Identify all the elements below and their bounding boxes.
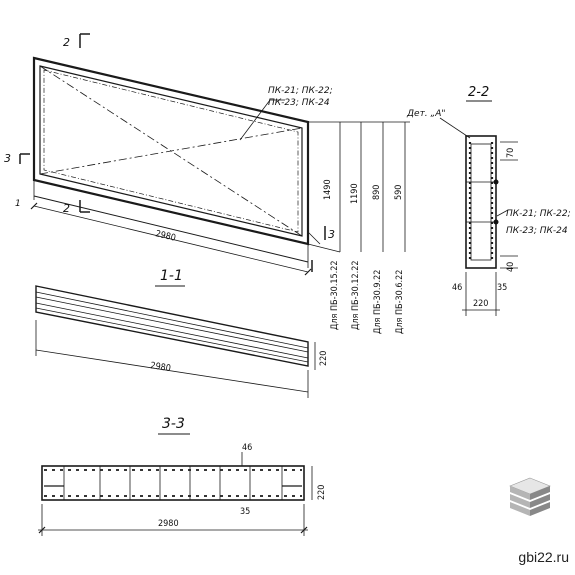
length-dimension: 2980 <box>30 202 312 276</box>
variant-4: Для ПБ-30.6.22 <box>395 270 405 334</box>
det-a-label: Дет. „А" <box>406 109 446 119</box>
section-3-3: 3-3 46 35 220 2980 <box>38 416 327 536</box>
dim-220-11: 220 <box>319 351 329 366</box>
section-2-2-title: 2-2 <box>468 85 489 100</box>
dim-220-33: 220 <box>317 485 327 500</box>
dim-35: 35 <box>497 283 507 293</box>
dim-1190: 1190 <box>350 183 360 204</box>
marker-1-left: 1 <box>15 199 21 209</box>
height-dimensions: 1490 1190 890 590 Для ПБ-30.15.22 Для ПБ… <box>323 122 406 334</box>
pk-right-bottom: ПК-23; ПК-24 <box>506 226 568 236</box>
dim-70: 70 <box>506 148 516 158</box>
dim-length-main: 2980 <box>154 229 176 244</box>
variant-3: Для ПБ-30.9.22 <box>373 270 383 334</box>
section-markers: 2 3 1 2 3 <box>4 33 335 272</box>
watermark-text: gbi22.ru <box>518 549 569 565</box>
marker-2-bottom: 2 <box>63 202 70 215</box>
dim-590: 590 <box>394 185 404 200</box>
dim-890: 890 <box>372 185 382 200</box>
panel-elevation <box>32 56 410 268</box>
pk-right-top: ПК-21; ПК-22; <box>506 209 571 219</box>
variant-2: Для ПБ-30.12.22 <box>351 260 361 330</box>
section-1-1: 1-1 2980 220 <box>35 268 329 398</box>
pk-label-top: ПК-21; ПК-22; <box>268 86 333 96</box>
pk-label-bottom: ПК-23; ПК-24 <box>268 98 330 108</box>
dim-35-33: 35 <box>240 507 250 517</box>
site-logo-icon <box>509 477 551 516</box>
marker-2-top: 2 <box>63 36 70 49</box>
dim-40: 40 <box>506 262 516 272</box>
marker-3-right: 3 <box>328 228 335 241</box>
variant-1: Для ПБ-30.15.22 <box>330 260 340 330</box>
dim-length-11: 2980 <box>150 361 172 374</box>
dim-46: 46 <box>452 283 462 293</box>
dim-46-33: 46 <box>242 443 252 453</box>
dim-1490: 1490 <box>323 179 333 200</box>
section-3-3-title: 3-3 <box>162 416 185 432</box>
dim-length-33: 2980 <box>158 519 179 529</box>
dim-220-22: 220 <box>473 299 488 309</box>
marker-3-left: 3 <box>4 152 11 165</box>
section-1-1-title: 1-1 <box>160 268 183 284</box>
section-2-2: 2-2 Дет. „А" ПК-21; ПК-22; ПК-23; ПК-24 … <box>406 85 571 316</box>
